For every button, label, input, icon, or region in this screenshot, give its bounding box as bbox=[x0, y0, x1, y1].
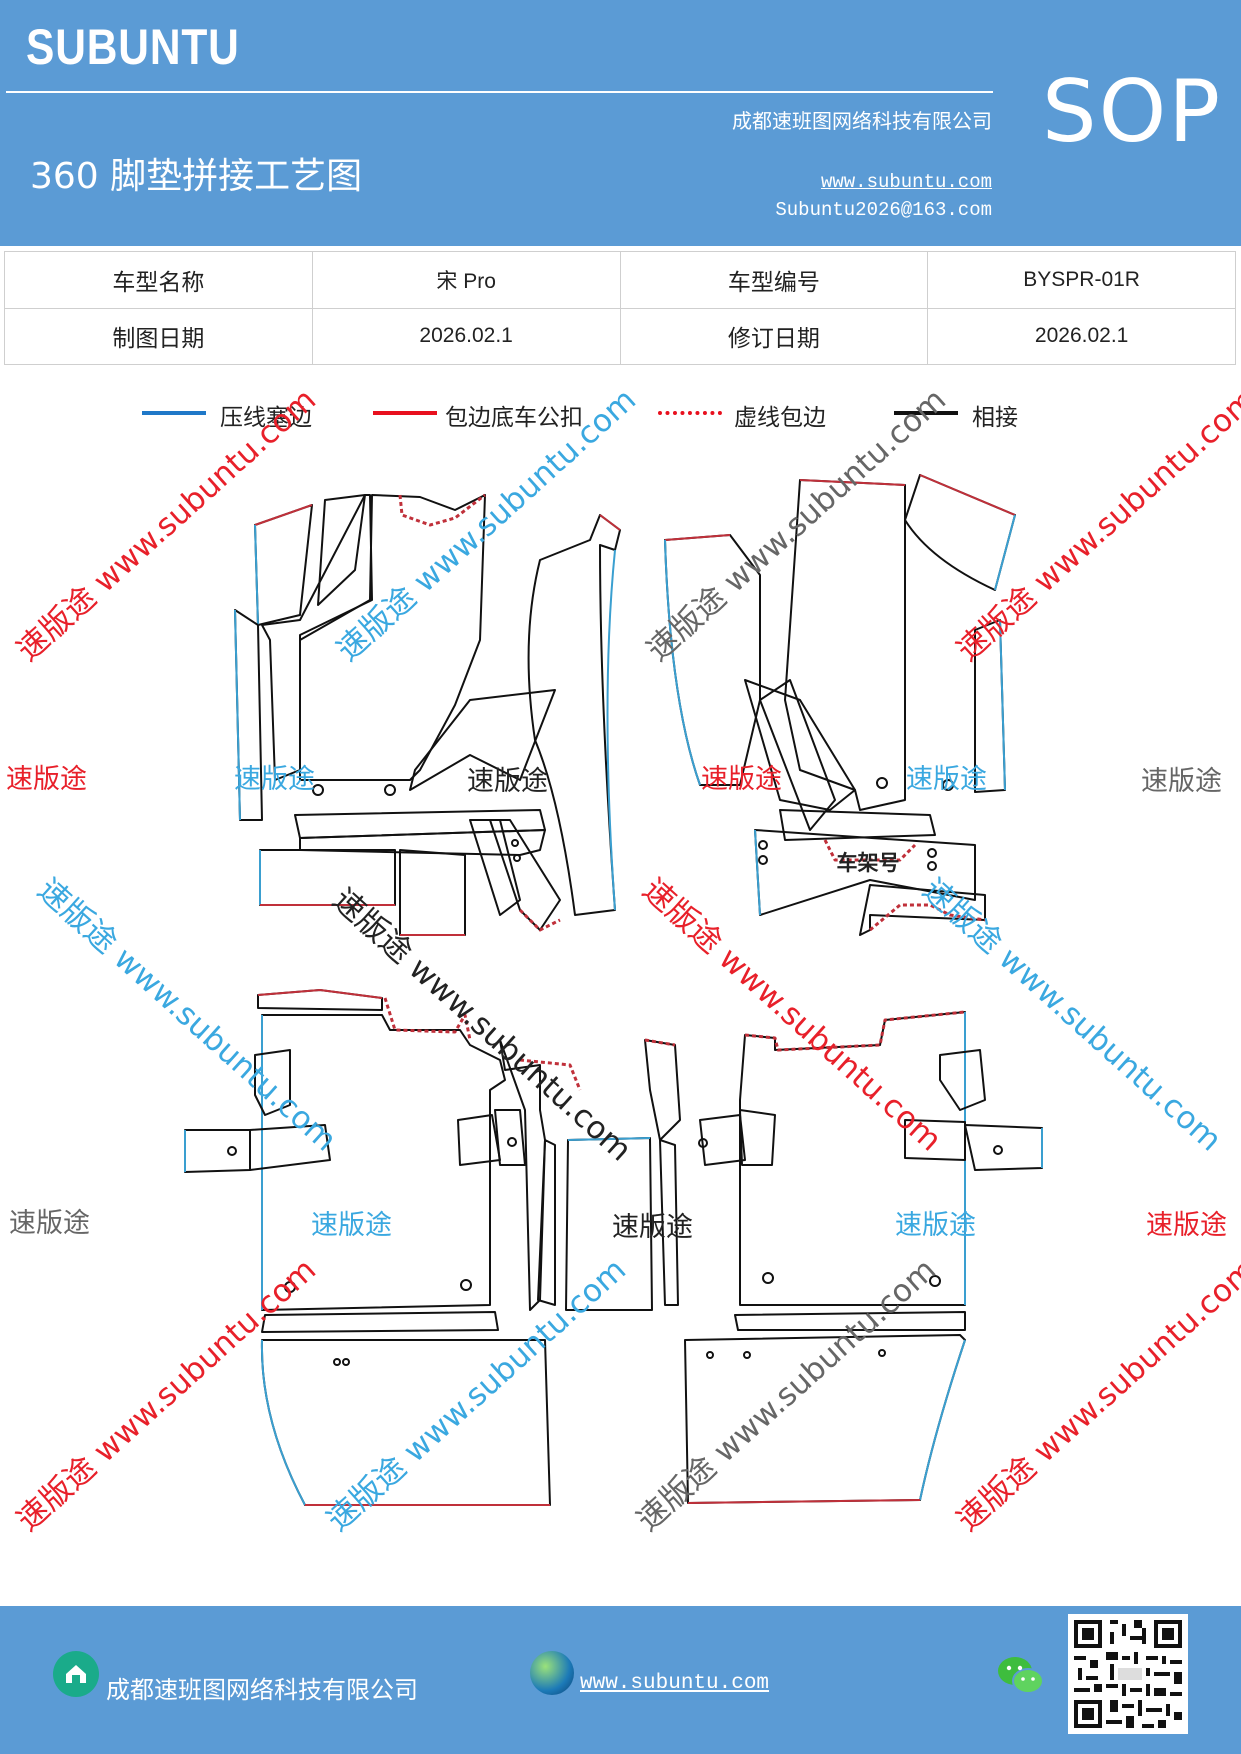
watermark-text: 速版途 bbox=[234, 764, 315, 795]
front-right-mat bbox=[664, 474, 1016, 936]
company-name: 成都速班图网络科技有限公司 bbox=[732, 109, 992, 133]
header-divider bbox=[6, 91, 993, 93]
watermark-text: 速版途 bbox=[906, 764, 987, 795]
watermark-text: 速版途 bbox=[6, 764, 87, 795]
website-link[interactable]: www.subuntu.com bbox=[820, 171, 992, 193]
footer-website-link[interactable]: www.subuntu.com bbox=[580, 1672, 770, 1695]
legend-swatch bbox=[373, 411, 437, 415]
watermark-text: 速版途 bbox=[1146, 1210, 1227, 1241]
front-left-mat bbox=[234, 493, 621, 936]
vehicle-info-table: 车型名称 宋 Pro 车型编号 BYSPR-01R 制图日期 2026.02.1… bbox=[4, 251, 1236, 365]
wechat-icon[interactable] bbox=[996, 1654, 1046, 1698]
watermark-text: 速版途 bbox=[612, 1212, 693, 1243]
globe-icon bbox=[530, 1651, 574, 1695]
watermark-text: 速版途 bbox=[1141, 766, 1222, 797]
frame-number-label: 车架号 bbox=[837, 851, 900, 875]
model-code-value: BYSPR-01R bbox=[927, 251, 1236, 309]
home-icon bbox=[53, 1651, 99, 1697]
model-name-label: 车型名称 bbox=[4, 251, 313, 309]
draw-date-label: 制图日期 bbox=[4, 307, 313, 365]
table-row: 车型名称 宋 Pro 车型编号 BYSPR-01R bbox=[4, 251, 1236, 309]
draw-date-value: 2026.02.1 bbox=[311, 307, 621, 365]
model-name-value: 宋 Pro bbox=[311, 251, 621, 309]
legend-label: 包边底车公扣 bbox=[445, 405, 583, 431]
table-row: 制图日期 2026.02.1 修订日期 2026.02.1 bbox=[4, 307, 1236, 365]
mat-pattern-drawing: 车架号 bbox=[184, 474, 1043, 1506]
revision-date-value: 2026.02.1 bbox=[927, 307, 1236, 365]
legend-label: 压线塞边 bbox=[220, 405, 312, 431]
model-code-label: 车型编号 bbox=[619, 251, 929, 309]
legend-swatch bbox=[658, 411, 722, 415]
watermark-text: 速版途 bbox=[895, 1210, 976, 1241]
footer-banner: 成都速班图网络科技有限公司 www.subuntu.com bbox=[0, 1606, 1241, 1754]
revision-date-label: 修订日期 bbox=[619, 307, 929, 365]
legend-swatch bbox=[894, 411, 958, 415]
footer-company-name: 成都速班图网络科技有限公司 bbox=[106, 1676, 418, 1704]
brand-logo: SUBUNTU bbox=[26, 19, 240, 75]
sop-badge: SOP bbox=[1042, 62, 1223, 162]
center-tunnel-mat bbox=[537, 1038, 681, 1311]
document-title: 360 脚垫拼接工艺图 bbox=[30, 156, 363, 197]
legend-label: 相接 bbox=[972, 405, 1018, 431]
watermark-text: 速版途 bbox=[467, 766, 548, 797]
rear-left-mat bbox=[184, 989, 582, 1506]
qr-code[interactable] bbox=[1068, 1614, 1188, 1734]
header-banner: SUBUNTU 360 脚垫拼接工艺图 成都速班图网络科技有限公司 www.su… bbox=[0, 0, 1241, 246]
watermark-text: 速版途 bbox=[9, 1208, 90, 1239]
watermark-text: 速版途 bbox=[311, 1210, 392, 1241]
legend-label: 虚线包边 bbox=[734, 405, 826, 431]
rear-right-mat bbox=[684, 1010, 1043, 1504]
watermark-text: 速版途 bbox=[701, 764, 782, 795]
legend-swatch bbox=[142, 411, 206, 415]
email-address[interactable]: Subuntu2026@163.com bbox=[775, 199, 992, 221]
